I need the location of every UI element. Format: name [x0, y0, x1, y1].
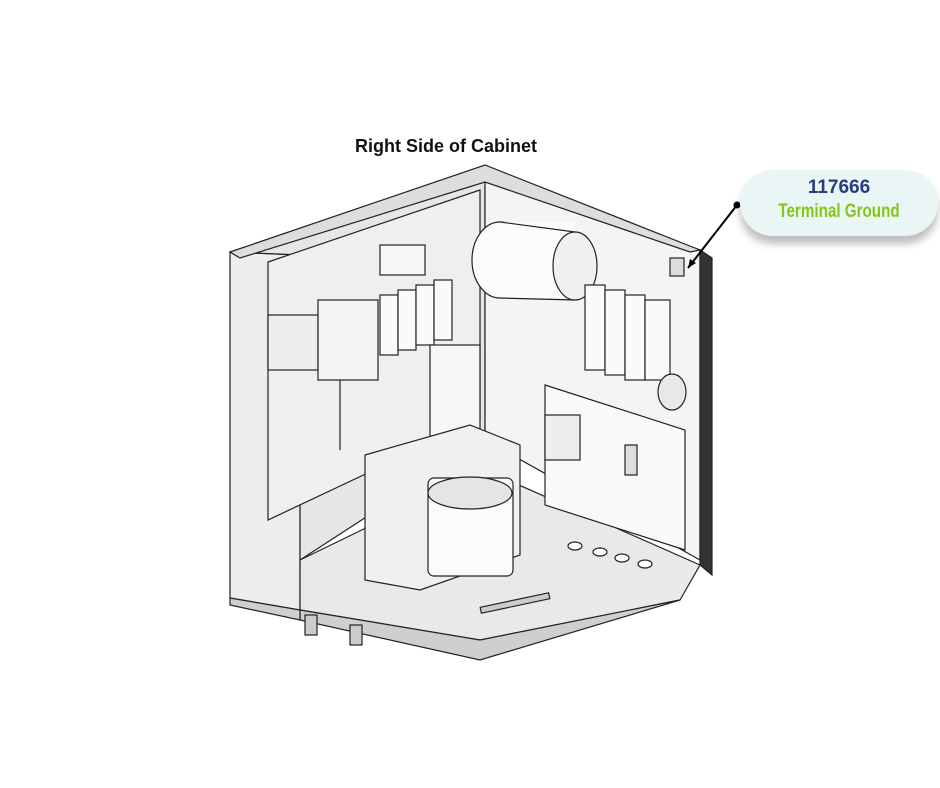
part-number: 117666	[807, 177, 871, 198]
diagram-title: Right Side of Cabinet	[355, 136, 537, 156]
part-label: Terminal Ground	[778, 201, 900, 222]
terminal-ground-callout: 117666 Terminal Ground	[740, 170, 938, 236]
